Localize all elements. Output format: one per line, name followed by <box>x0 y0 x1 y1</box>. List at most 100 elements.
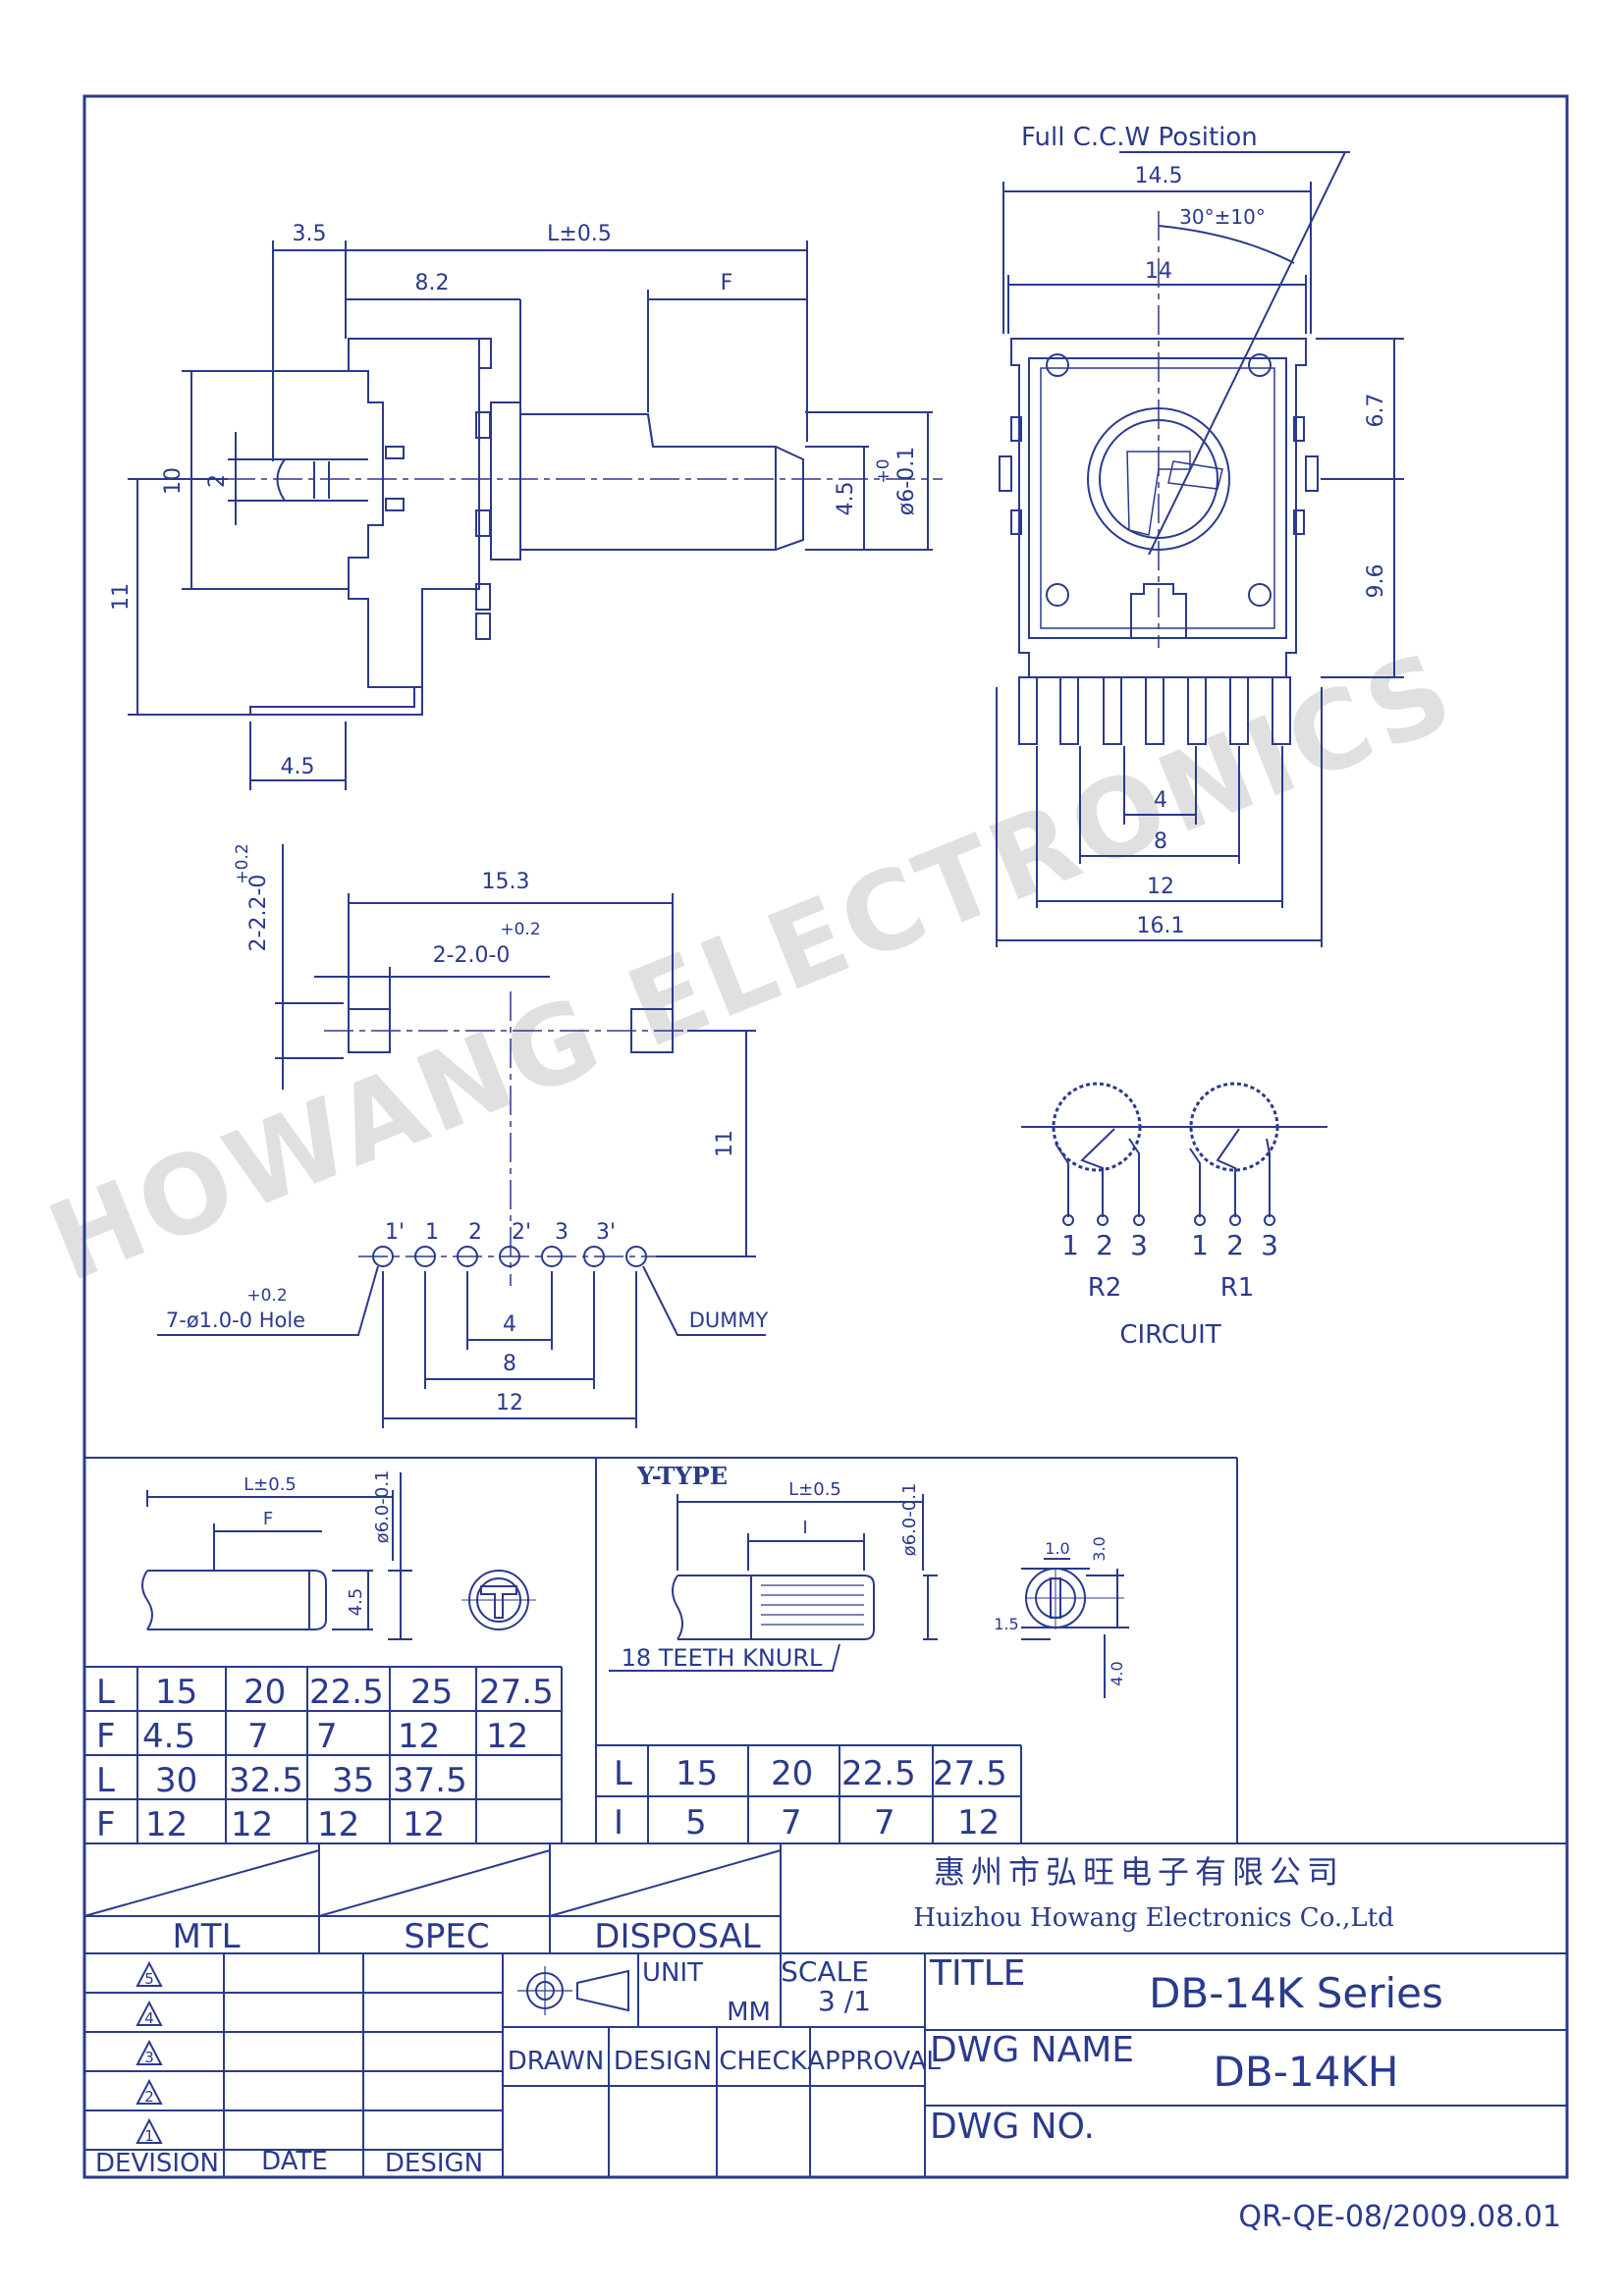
sheet-border <box>82 94 1569 2179</box>
y-type-sketch <box>609 1494 1129 1698</box>
dim-8: 8 <box>1154 829 1167 854</box>
dummy-label: DUMMY <box>689 1308 769 1332</box>
side-view <box>128 240 943 790</box>
f-table-cell: 7 <box>247 1717 269 1756</box>
y-knurl: 18 TEETH KNURL <box>622 1644 823 1672</box>
f-table-cell: 12 <box>398 1717 440 1756</box>
devision-label: DEVISION <box>95 2149 219 2178</box>
dim-shaft-4-5: 4.5 <box>834 482 858 516</box>
f-table-cell: 4.5 <box>142 1717 195 1756</box>
dim-angle: 30°±10° <box>1179 205 1266 229</box>
dim-f: F <box>721 271 733 295</box>
y-dim-1-0: 1.0 <box>1045 1539 1069 1558</box>
hole-label: 7-ø1.0-0 Hole <box>166 1308 305 1332</box>
title-block <box>83 1842 1567 2177</box>
y-dim-3-0: 3.0 <box>1090 1536 1109 1561</box>
pcb-layout <box>157 844 766 1428</box>
f-table-cell: 7 <box>316 1717 338 1756</box>
f-dim-dia: ø6.0-0.1 <box>372 1470 393 1544</box>
dim-12: 12 <box>1147 875 1174 899</box>
hole-tol: +0.2 <box>246 1286 287 1306</box>
y-table-cell: 7 <box>781 1803 802 1842</box>
f-table-cell: 12 <box>231 1805 273 1844</box>
f-table-cell: 22.5 <box>309 1673 384 1712</box>
f-table-cell: 32.5 <box>229 1761 303 1800</box>
circuit-caption: CIRCUIT <box>1119 1320 1220 1350</box>
dim-16-1: 16.1 <box>1137 914 1185 938</box>
company-name-en: Huizhou Howang Electronics Co.,Ltd <box>913 1903 1394 1933</box>
f-table-cell: 27.5 <box>479 1673 554 1712</box>
y-table-cell: 15 <box>676 1754 718 1793</box>
dim-4: 4 <box>1154 788 1167 813</box>
pcb-dim-11: 11 <box>713 1130 737 1157</box>
y-table-header: L <box>614 1754 632 1793</box>
y-type-title: Y-TYPE <box>636 1462 728 1490</box>
dim-6-7: 6.7 <box>1364 394 1388 428</box>
f-table-cell: 20 <box>244 1673 286 1712</box>
revision-number: 2 <box>144 2088 154 2106</box>
f-table-cell: 37.5 <box>393 1761 467 1800</box>
dim-tol: +0 <box>874 458 893 483</box>
check-label: CHECK <box>719 2047 807 2076</box>
unit-label: UNIT <box>642 1958 703 1988</box>
drawn-label: DRAWN <box>508 2047 605 2076</box>
y-table-cell: 27.5 <box>933 1754 1007 1793</box>
pin-label: 2 <box>468 1220 482 1245</box>
f-table-cell: 35 <box>332 1761 374 1800</box>
f-table-cell: 30 <box>155 1761 197 1800</box>
approval-label: APPROVAL <box>807 2047 941 2076</box>
f-table-header: F <box>96 1717 116 1756</box>
dim-14: 14 <box>1145 259 1172 284</box>
y-table-cell: 12 <box>957 1803 1000 1842</box>
y-table-cell: 20 <box>771 1754 813 1793</box>
scale-label: SCALE <box>781 1955 869 1988</box>
dim-dia: ø6-0.1 <box>894 447 919 515</box>
date-label: DATE <box>261 2147 328 2176</box>
y-dim-dia: ø6.0-0.1 <box>899 1483 920 1557</box>
f-dim-4-5: 4.5 <box>346 1588 366 1617</box>
y-table-header: I <box>614 1803 623 1842</box>
revision-number: 5 <box>144 1970 154 1988</box>
f-type-table <box>84 1666 563 1844</box>
f-table-cell: 15 <box>155 1673 197 1712</box>
pad-dim: 2-2.2-0 <box>246 875 271 952</box>
revision-number: 3 <box>144 2049 154 2066</box>
r2-pin: 2 <box>1096 1229 1113 1261</box>
dwg-name-value: DB-14KH <box>1214 2048 1399 2096</box>
pin-label: 3 <box>555 1220 568 1245</box>
footer-code: QR-QE-08/2009.08.01 <box>1238 2200 1561 2234</box>
pin-label: 2' <box>512 1220 531 1245</box>
r1-label: R1 <box>1220 1273 1255 1303</box>
y-dim-l: L±0.5 <box>788 1479 841 1500</box>
front-view: Full C.C.W Position <box>996 123 1404 947</box>
title-value: DB-14K Series <box>1149 1969 1443 2017</box>
y-dim-4-0: 4.0 <box>1108 1661 1126 1685</box>
pad-tol: +0.2 <box>233 843 252 883</box>
pad2-tol: +0.2 <box>500 920 540 939</box>
dim-9-6: 9.6 <box>1364 564 1388 599</box>
mtl-label: MTL <box>172 1917 240 1956</box>
spec-label: SPEC <box>404 1917 489 1956</box>
scale-value: 3 /1 <box>818 1985 871 2017</box>
f-table-cell: 25 <box>410 1673 453 1712</box>
revision-number: 4 <box>144 2009 154 2027</box>
dim-8-2: 8.2 <box>415 271 450 295</box>
pcb-dim-4: 4 <box>503 1312 516 1337</box>
r1-pin: 2 <box>1226 1229 1244 1261</box>
dim-l: L±0.5 <box>547 222 612 246</box>
company-name-cn: 惠州市弘旺电子有限公司 <box>934 1853 1344 1891</box>
y-dim-i: I <box>802 1518 807 1538</box>
circuit-diagram <box>1021 1082 1327 1226</box>
f-table-header: F <box>96 1805 116 1844</box>
mm-label: MM <box>727 1998 771 2027</box>
r1-pin: 1 <box>1191 1229 1209 1261</box>
pad2-dim: 2-2.0-0 <box>433 943 511 968</box>
dim-10: 10 <box>161 467 186 495</box>
pin-label: 1' <box>385 1220 405 1245</box>
disposal-label: DISPOSAL <box>594 1917 761 1956</box>
design-column-label: DESIGN <box>614 2047 712 2076</box>
f-table-header: L <box>96 1761 115 1800</box>
dim-15-3: 15.3 <box>482 870 530 894</box>
f-table-cell: 12 <box>403 1805 445 1844</box>
